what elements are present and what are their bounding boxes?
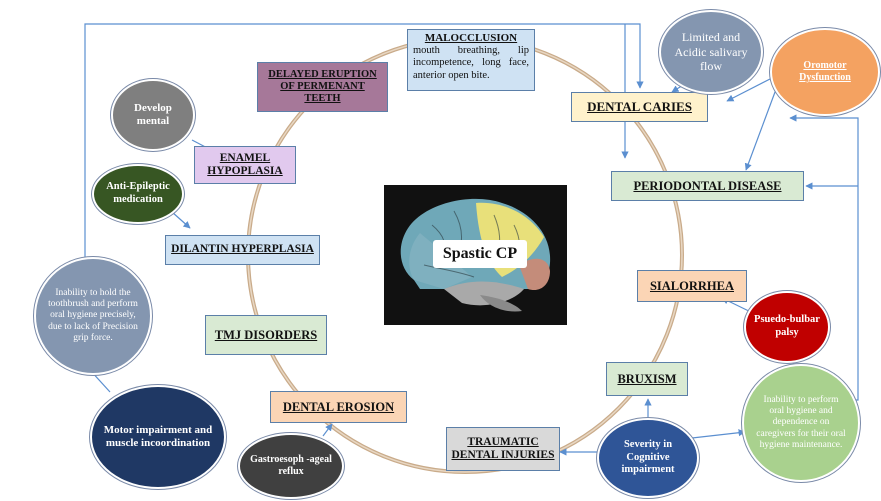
malocclusion-title: MALOCCLUSION <box>424 32 518 44</box>
dental-erosion-box: DENTAL EROSION <box>270 391 407 423</box>
traumatic-injuries-box: TRAUMATIC DENTAL INJURIES <box>446 427 560 471</box>
toothbrush-circle: Inability to hold the toothbrush and per… <box>34 257 152 375</box>
pseudobulbar-label: Psuedo-bulbar palsy <box>754 314 820 338</box>
gastroesophageal-label: Gastroesoph -ageal reflux <box>250 454 332 477</box>
pseudobulbar-circle: Psuedo-bulbar palsy <box>744 291 830 363</box>
oromotor-label: Oromotor Dysfunction <box>799 60 851 83</box>
cognitive-circle: Severity in Cognitive impairment <box>597 418 699 498</box>
cognitive-to-hygiene-arrow <box>691 429 746 439</box>
dilantin-hyperplasia-box: DILANTIN HYPERPLASIA <box>165 235 320 265</box>
traumatic-injuries-label: TRAUMATIC DENTAL INJURIES <box>451 435 555 461</box>
oromotor-circle: Oromotor Dysfunction <box>770 28 880 116</box>
tmj-disorders-label: TMJ DISORDERS <box>214 327 318 342</box>
dental-caries-box: DENTAL CARIES <box>571 92 708 122</box>
periodontal-disease-box: PERIODONTAL DISEASE <box>611 171 804 201</box>
delayed-eruption-label: DELAYED ERUPTION OF PERMENANT TEETH <box>268 68 377 105</box>
cognitive-label: Severity in Cognitive impairment <box>621 439 675 476</box>
sialorrhea-label: SIALORRHEA <box>649 278 735 293</box>
developmental-circle: Develop mental <box>111 79 195 151</box>
enamel-hypoplasia-box: ENAMEL HYPOPLASIA <box>194 146 296 184</box>
delayed-eruption-box: DELAYED ERUPTION OF PERMENANT TEETH <box>257 62 388 112</box>
developmental-label: Develop mental <box>134 101 172 127</box>
gastroesophageal-circle: Gastroesoph -ageal reflux <box>238 433 344 499</box>
anti-epileptic-circle: Anti-Epileptic medication <box>92 164 184 224</box>
toothbrush-label: Inability to hold the toothbrush and per… <box>48 287 138 344</box>
gastro-to-erosion-arrow <box>322 423 333 437</box>
oromotor-to-caries-arrow <box>726 77 773 102</box>
salivary-flow-circle: Limited and Acidic salivary flow <box>659 10 763 94</box>
sialorrhea-box: SIALORRHEA <box>637 270 747 302</box>
malocclusion-box: MALOCCLUSION mouth breathing, lip incomp… <box>407 29 535 91</box>
periodontal-disease-label: PERIODONTAL DISEASE <box>633 178 782 193</box>
motor-impairment-circle: Motor impairment and muscle incoordinati… <box>90 385 226 489</box>
bruxism-label: BRUXISM <box>617 371 677 386</box>
dental-erosion-label: DENTAL EROSION <box>282 399 395 414</box>
salivary-flow-label: Limited and Acidic salivary flow <box>674 30 748 74</box>
antiepileptic-to-dilantin-arrow <box>171 211 191 229</box>
dilantin-hyperplasia-label: DILANTIN HYPERPLASIA <box>171 243 314 256</box>
oral-hygiene-circle: Inability to perform oral hygiene and de… <box>742 364 860 482</box>
anti-epileptic-label: Anti-Epileptic medication <box>106 181 170 205</box>
motor-impairment-label: Motor impairment and muscle incoordinati… <box>103 423 213 449</box>
enamel-hypoplasia-label: ENAMEL HYPOPLASIA <box>207 151 283 177</box>
tmj-disorders-box: TMJ DISORDERS <box>205 315 327 355</box>
bruxism-box: BRUXISM <box>606 362 688 396</box>
oromotor-to-periodontal-arrow <box>744 83 779 171</box>
oral-hygiene-label: Inability to perform oral hygiene and de… <box>756 394 846 451</box>
dental-caries-label: DENTAL CARIES <box>587 98 692 114</box>
malocclusion-body: mouth breathing, lip incompetence, long … <box>413 44 529 81</box>
center-label: Spastic CP <box>433 240 527 268</box>
toothbrush-to-caries-arrow <box>84 23 644 262</box>
